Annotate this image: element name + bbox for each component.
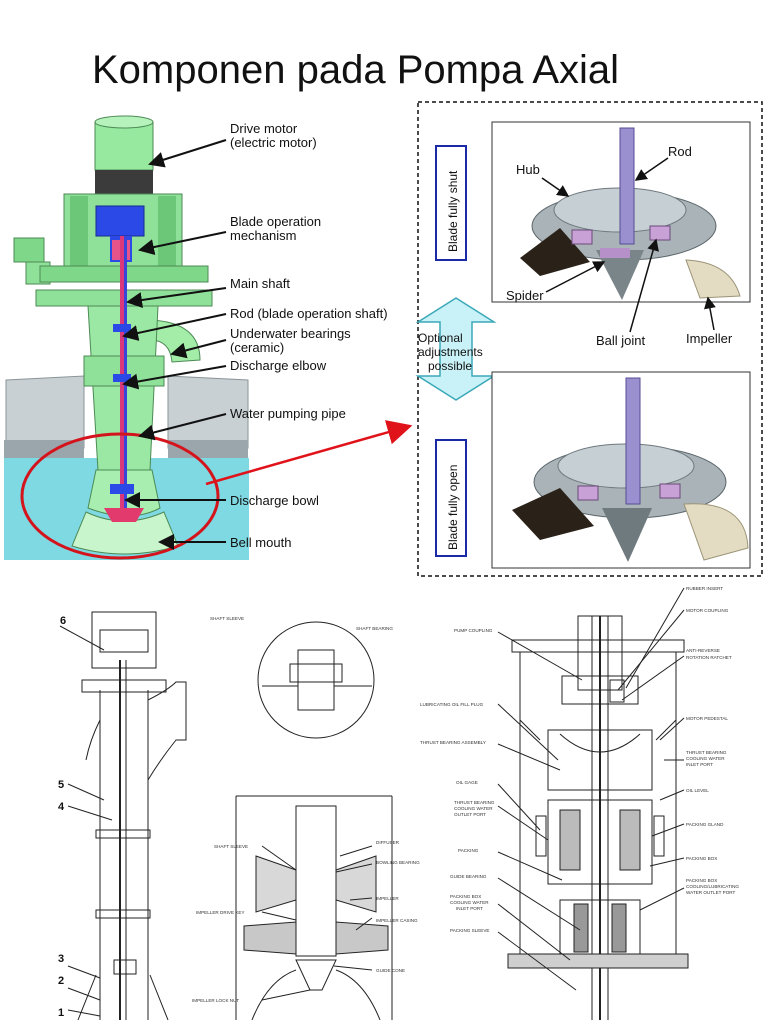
highlight-ellipse — [20, 432, 220, 560]
label-ball-joint: Ball joint — [596, 333, 646, 348]
label-spider: Spider — [506, 288, 544, 303]
pump-illustration — [4, 115, 249, 560]
lbl-packing-box-r2: PACKING BOX — [686, 878, 717, 883]
lbl-thrust-bearing-r: THRUST BEARING — [686, 750, 727, 755]
lbl-packing-gland: PACKING GLAND — [686, 822, 724, 827]
lbl-oil-level: OIL LEVEL — [686, 788, 709, 793]
lbl-impeller-d2: IMPELLER — [376, 896, 399, 901]
label-impeller-panel: Impeller — [686, 331, 733, 346]
num-3: 3 — [58, 953, 64, 965]
lbl-rotation-ratchet: ROTATION RATCHET — [686, 655, 732, 660]
drawing-bearing-labels: SHAFT SLEEVE SHAFT BEARING SHAFT SLEEVE … — [192, 616, 420, 1003]
label-blade-mech: Blade operation — [230, 214, 321, 229]
adjust-double-arrow — [415, 297, 497, 401]
lbl-impeller-drive-key: IMPELLER DRIVE KEY — [196, 910, 245, 915]
blade-panel: Blade fully shut Blade fully open Option… — [415, 101, 763, 577]
lbl-water-outlet-port: WATER OUTLET PORT — [686, 890, 736, 895]
label-bell-mouth: Bell mouth — [230, 535, 291, 550]
lbl-thrust-bearing-l: THRUST BEARING — [454, 800, 495, 805]
label-rod-panel: Rod — [668, 144, 692, 159]
label-discharge-elbow: Discharge elbow — [230, 358, 327, 373]
optional-line3: possible — [428, 359, 472, 373]
lbl-outlet-port: OUTLET PORT — [454, 812, 486, 817]
red-pointer-arrow — [205, 420, 413, 486]
label-blade-mech-sub: mechanism — [230, 228, 296, 243]
lbl-inlet-port-r: INLET PORT — [686, 762, 713, 767]
lbl-cooling-lubricating: COOLING/LUBRICATING — [686, 884, 739, 889]
lbl-thrust-assembly: THRUST BEARING ASSEMBLY — [420, 740, 486, 745]
lbl-oil-fill: LUBRICATING OIL FILL PLUG — [420, 702, 484, 707]
drawing-numbers: 6 5 4 3 2 1 — [58, 615, 66, 1019]
num-2: 2 — [58, 975, 64, 987]
lbl-rubber-insert: RUBBER INSERT — [686, 586, 723, 591]
drawing-bearing-detail — [235, 621, 393, 1021]
lbl-motor-coupling: MOTOR COUPLING — [686, 608, 729, 613]
optional-line2: adjustments — [418, 345, 483, 359]
label-blade-shut: Blade fully shut — [446, 170, 460, 252]
lbl-packing-box-r: PACKING BOX — [686, 856, 717, 861]
label-drive-motor-sub: (electric motor) — [230, 135, 317, 150]
drawing-motor-assembly — [497, 587, 689, 1020]
label-blade-open: Blade fully open — [446, 465, 460, 550]
lbl-inlet-port-l: INLET PORT — [456, 906, 483, 911]
page-title: Komponen pada Pompa Axial — [92, 48, 620, 92]
lbl-guide-cone: GUIDE CONE — [376, 968, 405, 973]
label-discharge-bowl: Discharge bowl — [230, 493, 319, 508]
lbl-motor-pedestal: MOTOR PEDESTAL — [686, 716, 728, 721]
lbl-cooling-water-l: COOLING WATER — [454, 806, 493, 811]
drawing-pump-column — [59, 611, 187, 1021]
lbl-packing-sleeve: PACKING SLEEVE — [450, 928, 490, 933]
num-1: 1 — [58, 1007, 64, 1019]
lbl-cooling-water-r: COOLING WATER — [686, 756, 725, 761]
lbl-guide-bearing: GUIDE BEARING — [450, 874, 487, 879]
label-rod: Rod (blade operation shaft) — [230, 306, 388, 321]
num-5: 5 — [58, 779, 64, 791]
lbl-packing: PACKING — [458, 848, 479, 853]
lbl-shaft-sleeve: SHAFT SLEEVE — [214, 844, 248, 849]
lbl-bowling-bearing: BOWLING BEARING — [376, 860, 420, 865]
lbl-diffuser: DIFFUSER — [376, 840, 400, 845]
lbl-packing-box-l: PACKING BOX — [450, 894, 481, 899]
callout-lines — [122, 139, 227, 550]
label-bearings: Underwater bearings — [230, 326, 351, 341]
lbl-pump-coupling: PUMP COUPLING — [454, 628, 493, 633]
drawing-motor-labels: PUMP COUPLING LUBRICATING OIL FILL PLUG … — [420, 586, 739, 933]
optional-line1: Optional — [418, 331, 463, 345]
label-hub: Hub — [516, 162, 540, 177]
lbl-anti-reverse: ANTI-REVERSE — [686, 648, 720, 653]
lbl-shaft-bearing-top: SHAFT BEARING — [356, 626, 393, 631]
label-main-shaft: Main shaft — [230, 276, 290, 291]
lbl-impeller-lock-nut: IMPELLER LOCK NUT — [192, 998, 239, 1003]
lbl-cooling-water-l2: COOLING WATER — [450, 900, 489, 905]
lbl-oil-gage: OIL GAGE — [456, 780, 478, 785]
num-4: 4 — [58, 801, 65, 813]
lbl-impeller-casing: IMPELLER CASING — [376, 918, 418, 923]
label-water-pipe: Water pumping pipe — [230, 406, 346, 421]
label-drive-motor: Drive motor — [230, 121, 298, 136]
num-6: 6 — [60, 615, 66, 627]
label-bearings-sub: (ceramic) — [230, 340, 284, 355]
lbl-shaft-sleeve-top: SHAFT SLEEVE — [210, 616, 244, 621]
pump-labels: Drive motor (electric motor) Blade opera… — [230, 121, 388, 550]
